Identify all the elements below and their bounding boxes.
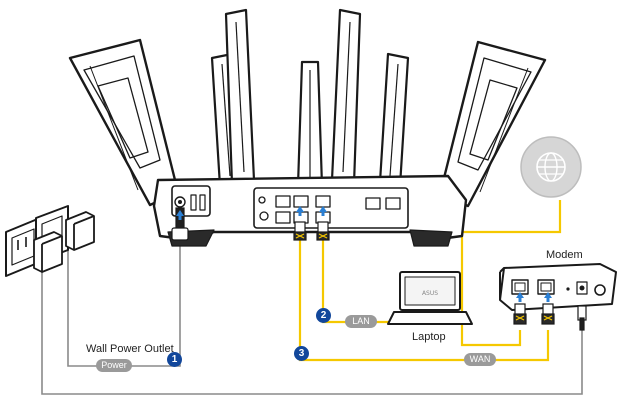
router-body (152, 174, 468, 247)
power-adapter-router-icon (65, 211, 95, 251)
internet-cable (460, 200, 562, 347)
router-usb-ports (190, 194, 206, 211)
modem-power-cord (41, 268, 583, 395)
antenna-right-tall (330, 8, 362, 186)
antenna-center (296, 60, 324, 188)
step-2-badge: 2 (316, 308, 331, 323)
laptop-label: Laptop (412, 331, 446, 343)
modem-icon (499, 263, 617, 311)
router-power-port (174, 196, 186, 208)
step-3-badge: 3 (294, 346, 309, 361)
lan-cable (321, 232, 395, 324)
router (68, 8, 547, 247)
wall-power-outlet-label: Wall Power Outlet (86, 343, 174, 355)
laptop-icon: ASUS (387, 271, 473, 325)
router-ethernet-ports (258, 195, 401, 224)
power-pill-label: Power (96, 359, 132, 372)
lan-pill-label: LAN (345, 315, 377, 328)
modem-label: Modem (546, 249, 583, 261)
internet-globe-icon (520, 136, 582, 198)
modem-plug-arrow-icons (516, 292, 552, 302)
modem-plugs (513, 303, 587, 331)
wan-cable (298, 232, 550, 362)
laptop-screen-text: ASUS (422, 290, 438, 297)
wan-pill-label: WAN (464, 353, 496, 366)
power-adapter-modem-icon (33, 231, 63, 273)
plug-in-arrow-icons (176, 206, 327, 220)
antenna-left-outer (68, 38, 180, 207)
antenna-left-tall (224, 8, 256, 186)
antenna-right-inner (378, 52, 410, 188)
step-1-badge: 1 (167, 352, 182, 367)
